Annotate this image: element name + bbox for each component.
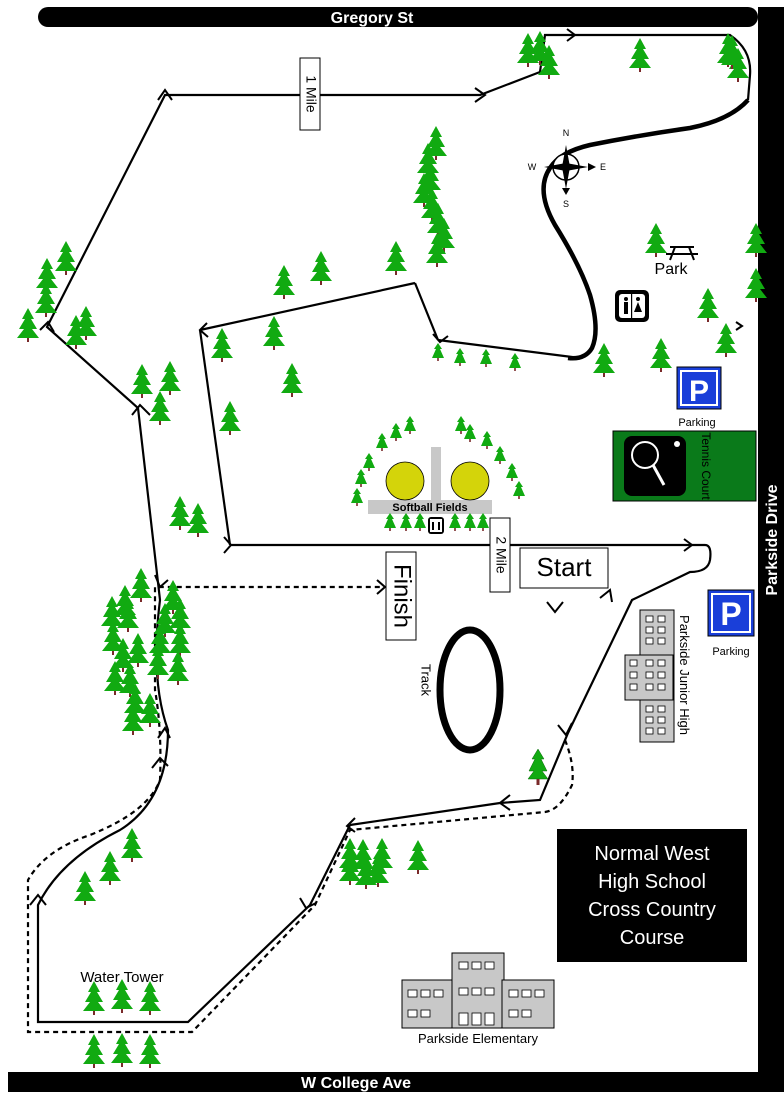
direction-arrows: [29, 28, 744, 910]
compass-rose: N S E W: [528, 128, 606, 209]
title-line-4: Course: [620, 927, 684, 949]
finish-label: Finish: [389, 564, 416, 628]
finish-marker: Finish: [385, 551, 417, 641]
elementary-building: Parkside Elementary: [401, 952, 555, 1046]
junior-high-building: Parkside Junior High: [624, 609, 692, 743]
parking-right-symbol: P: [720, 596, 741, 632]
mile-1-marker: 1 Mile: [299, 57, 321, 131]
softball-fields: Softball Fields: [368, 447, 492, 514]
water-tower-label: Water Tower: [80, 969, 163, 986]
start-label: Start: [537, 552, 593, 582]
restroom-icon: [615, 290, 649, 322]
picnic-table-icon: [666, 246, 698, 261]
gregory-street-label: Gregory St: [331, 10, 414, 27]
course-route: [36, 33, 752, 1024]
restroom-small-icon: [428, 517, 444, 534]
parkside-drive-label: Parkside Drive: [764, 484, 781, 595]
landmark-tree-icon: [527, 748, 549, 785]
finish-route: [26, 585, 574, 1034]
park-area: Park: [655, 246, 698, 278]
gregory-street: Gregory St: [38, 7, 758, 27]
compass-west: W: [528, 162, 537, 172]
parking-top-label: Parking: [678, 417, 715, 429]
parkside-drive: Parkside Drive: [758, 7, 784, 1072]
junior-high-label: Parkside Junior High: [677, 615, 692, 735]
title-line-3: Cross Country: [588, 899, 716, 921]
college-avenue: W College Ave: [8, 1072, 784, 1092]
parking-top: P Parking: [676, 366, 722, 429]
park-label: Park: [655, 261, 689, 278]
title-line-1: Normal West: [594, 843, 710, 865]
track-label: Track: [419, 664, 434, 697]
parking-right: P Parking: [707, 589, 755, 658]
running-track: Track: [419, 626, 504, 754]
parking-top-symbol: P: [689, 375, 709, 408]
mile-1-label: 1 Mile: [303, 75, 319, 113]
compass-east: E: [600, 162, 606, 172]
softball-fields-label: Softball Fields: [392, 502, 467, 514]
mile-2-label: 2 Mile: [493, 536, 509, 574]
mile-2-marker: 2 Mile: [489, 517, 511, 593]
tennis-court-label: Tennis Court: [699, 432, 713, 500]
start-marker: Start: [519, 547, 609, 589]
tennis-court: Tennis Court: [612, 430, 757, 502]
compass-north: N: [563, 128, 570, 138]
compass-south: S: [563, 199, 569, 209]
parking-right-label: Parking: [712, 646, 749, 658]
map-title: Normal West High School Cross Country Co…: [557, 829, 747, 962]
college-avenue-label: W College Ave: [301, 1075, 411, 1092]
title-line-2: High School: [598, 871, 706, 893]
wooded-trail: [541, 98, 750, 361]
elementary-label: Parkside Elementary: [418, 1031, 538, 1046]
